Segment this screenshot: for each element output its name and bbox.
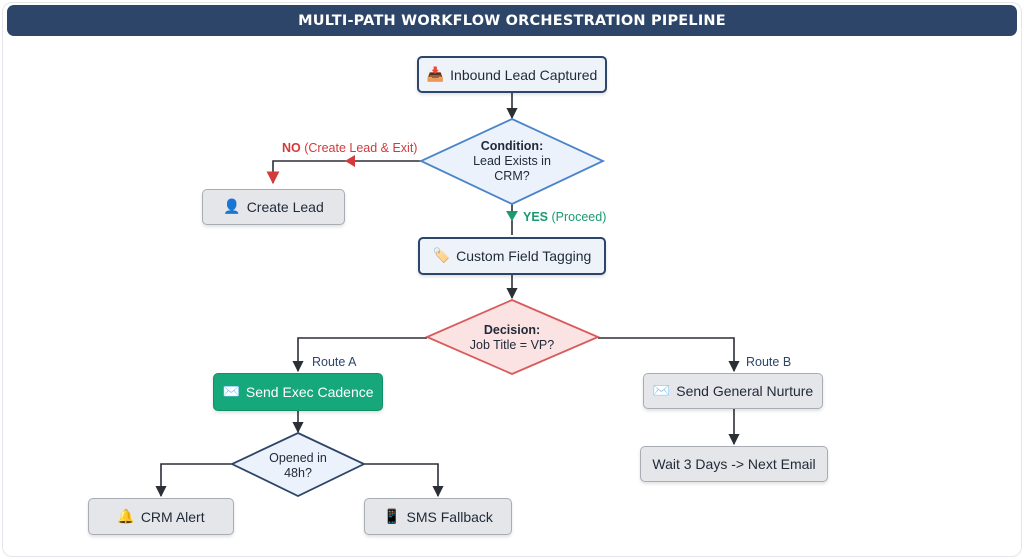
inbound-lead-label: Inbound Lead Captured — [450, 66, 598, 83]
edge-condition-no — [266, 160, 421, 185]
envelope-icon: ✉️ — [652, 383, 671, 399]
yes-marker-on-line — [506, 211, 518, 221]
route-b-label: Route B — [746, 355, 792, 369]
tag-icon: 🏷️ — [432, 248, 451, 264]
user-icon: 👤 — [223, 199, 241, 215]
edge-decision-route-b — [598, 337, 740, 373]
condition-line1: Lead Exists in — [473, 154, 551, 168]
envelope-icon: ✉️ — [222, 384, 240, 400]
wait-days-label: Wait 3 Days -> Next Email — [652, 456, 816, 472]
opened-diamond — [229, 432, 367, 498]
wait-3-days-node[interactable]: Wait 3 Days -> Next Email — [640, 446, 828, 482]
no-marker-on-line — [345, 155, 355, 167]
no-label-rest: (Create Lead & Exit) — [300, 141, 418, 155]
condition-heading: Condition: — [480, 139, 544, 153]
create-lead-node[interactable]: 👤 Create Lead — [202, 189, 345, 225]
sms-fallback-node[interactable]: 📱 SMS Fallback — [364, 498, 512, 535]
decision-line1: Job Title = VP? — [469, 338, 555, 352]
opened-text: Opened in 48h? — [248, 451, 348, 481]
send-exec-cadence-node[interactable]: ✉️ Send Exec Cadence — [213, 373, 383, 411]
opened-line1: Opened in — [269, 451, 327, 465]
mobile-phone-icon: 📱 — [383, 508, 401, 525]
custom-field-tagging-node[interactable]: 🏷️ Custom Field Tagging — [418, 237, 606, 275]
custom-field-label: Custom Field Tagging — [456, 248, 592, 264]
bell-icon: 🔔 — [117, 508, 135, 525]
send-general-nurture-node[interactable]: ✉️ Send General Nurture — [643, 373, 823, 409]
route-a-label: Route A — [312, 355, 357, 369]
opened-line2: 48h? — [284, 466, 312, 480]
edge-decision-route-a — [292, 337, 427, 373]
no-label-strong: NO — [282, 141, 301, 155]
decision-text: Decision: Job Title = VP? — [447, 323, 577, 353]
crm-alert-node[interactable]: 🔔 CRM Alert — [88, 498, 234, 535]
exec-cadence-label: Send Exec Cadence — [245, 384, 374, 400]
no-branch-label: NO (Create Lead & Exit) — [282, 141, 417, 155]
edge-opened-to-crm-alert — [155, 463, 232, 498]
condition-text: Condition: Lead Exists in CRM? — [452, 139, 572, 184]
yes-label-rest: (Proceed) — [548, 210, 607, 224]
inbox-tray-icon: 📥 — [426, 66, 445, 83]
condition-diamond — [418, 118, 606, 205]
yes-label-strong: YES — [523, 210, 549, 224]
sms-fallback-label: SMS Fallback — [406, 508, 493, 525]
create-lead-label: Create Lead — [246, 199, 324, 215]
decision-heading: Decision: — [483, 323, 541, 337]
crm-alert-label: CRM Alert — [140, 508, 205, 525]
condition-line2: CRM? — [494, 169, 530, 183]
yes-branch-label: YES (Proceed) — [523, 210, 606, 224]
page-title: MULTI-PATH WORKFLOW ORCHESTRATION PIPELI… — [7, 5, 1017, 36]
decision-diamond — [424, 299, 601, 375]
edge-opened-to-sms — [364, 463, 444, 498]
inbound-lead-node[interactable]: 📥 Inbound Lead Captured — [417, 56, 607, 93]
general-nurture-label: Send General Nurture — [676, 383, 814, 399]
